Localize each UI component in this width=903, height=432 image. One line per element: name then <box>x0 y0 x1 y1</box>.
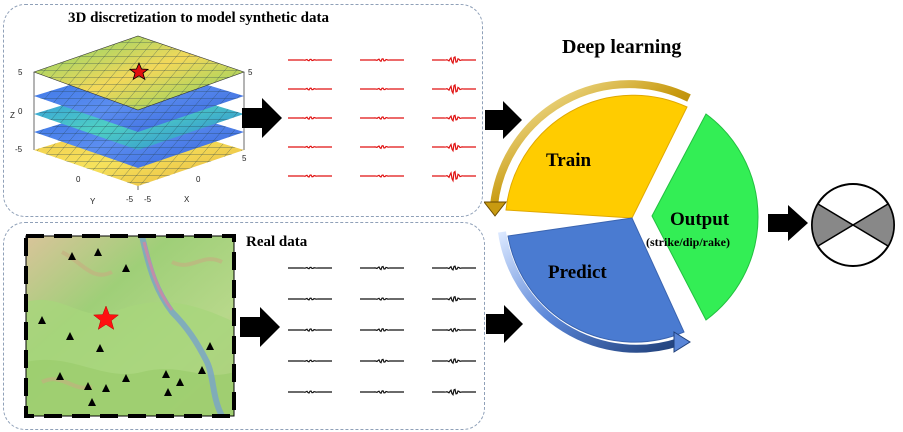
waveform-trace <box>288 328 332 332</box>
waveform-trace <box>360 174 404 178</box>
y-tick-0: 0 <box>76 175 81 184</box>
waveform-trace <box>432 327 476 333</box>
output-label: Output <box>670 209 730 230</box>
waveform-trace <box>432 83 476 96</box>
x-tick-0: 0 <box>196 175 201 184</box>
waveform-trace <box>432 55 476 65</box>
arrow-model-to-waveforms <box>242 98 282 138</box>
waveform-trace <box>360 144 404 150</box>
waveform-trace <box>432 170 476 183</box>
waveform-trace <box>288 58 332 62</box>
waveform-trace <box>360 358 404 364</box>
real-waveforms <box>288 265 476 397</box>
arrow-output-to-beachball <box>768 205 808 241</box>
waveform-trace <box>360 265 404 271</box>
event-star-icon <box>128 61 150 81</box>
x-axis-label: X <box>184 195 190 204</box>
train-sector <box>505 94 688 219</box>
z-tick-mid: 0 <box>18 107 23 116</box>
epicenter-star-icon <box>92 305 120 330</box>
waveform-trace <box>288 359 332 363</box>
arrow-real-to-predict <box>486 305 523 343</box>
z-tick-bottom: -5 <box>15 145 23 154</box>
right-tick-5: 5 <box>248 68 253 77</box>
waveform-trace <box>432 388 476 397</box>
train-cycle-arrow <box>490 80 691 206</box>
waveform-trace <box>360 297 404 301</box>
waveform-trace <box>360 390 404 395</box>
y-tick-neg5: -5 <box>126 195 134 204</box>
waveform-trace <box>360 327 404 333</box>
train-label: Train <box>546 150 591 171</box>
arrow-map-to-waveforms <box>240 307 280 347</box>
waveform-trace <box>432 142 476 153</box>
focal-mechanism-beachball <box>811 183 895 267</box>
3d-grid-model: 5 0 -5 Z 0 -5 Y -5 0 5 X 5 <box>10 35 253 206</box>
synthetic-waveforms <box>288 55 476 183</box>
waveform-trace <box>288 266 332 270</box>
waveform-trace <box>360 116 404 120</box>
synthetic-panel-title: 3D discretization to model synthetic dat… <box>68 10 329 26</box>
station-map <box>24 234 236 418</box>
waveform-trace <box>432 295 476 303</box>
waveform-trace <box>288 390 332 394</box>
waveform-trace <box>432 265 476 271</box>
x-tick-5: 5 <box>242 154 247 163</box>
arrow-synthetic-to-train <box>485 101 522 139</box>
predict-cycle-arrow <box>498 231 681 353</box>
deep-learning-wheel: Train Predict Output (strike/dip/rake) <box>484 80 759 353</box>
real-panel-title: Real data <box>246 234 308 250</box>
z-axis-label: Z <box>10 111 15 120</box>
station-triangles <box>38 248 214 406</box>
waveform-trace <box>288 87 332 91</box>
waveform-trace <box>288 174 332 178</box>
waveform-trace <box>360 87 404 91</box>
deep-learning-title: Deep learning <box>562 36 682 58</box>
z-tick-top: 5 <box>18 68 23 77</box>
waveform-trace <box>360 58 404 63</box>
predict-sector <box>507 217 685 343</box>
waveform-trace <box>432 358 476 365</box>
waveform-trace <box>288 297 332 301</box>
output-sector <box>651 113 759 321</box>
output-sublabel: (strike/dip/rake) <box>646 235 730 249</box>
predict-label: Predict <box>548 262 607 283</box>
waveform-trace <box>288 116 332 120</box>
y-axis-label: Y <box>90 197 96 206</box>
waveform-trace <box>432 114 476 123</box>
x-tick-neg5: -5 <box>144 195 152 204</box>
waveform-trace <box>288 145 332 149</box>
